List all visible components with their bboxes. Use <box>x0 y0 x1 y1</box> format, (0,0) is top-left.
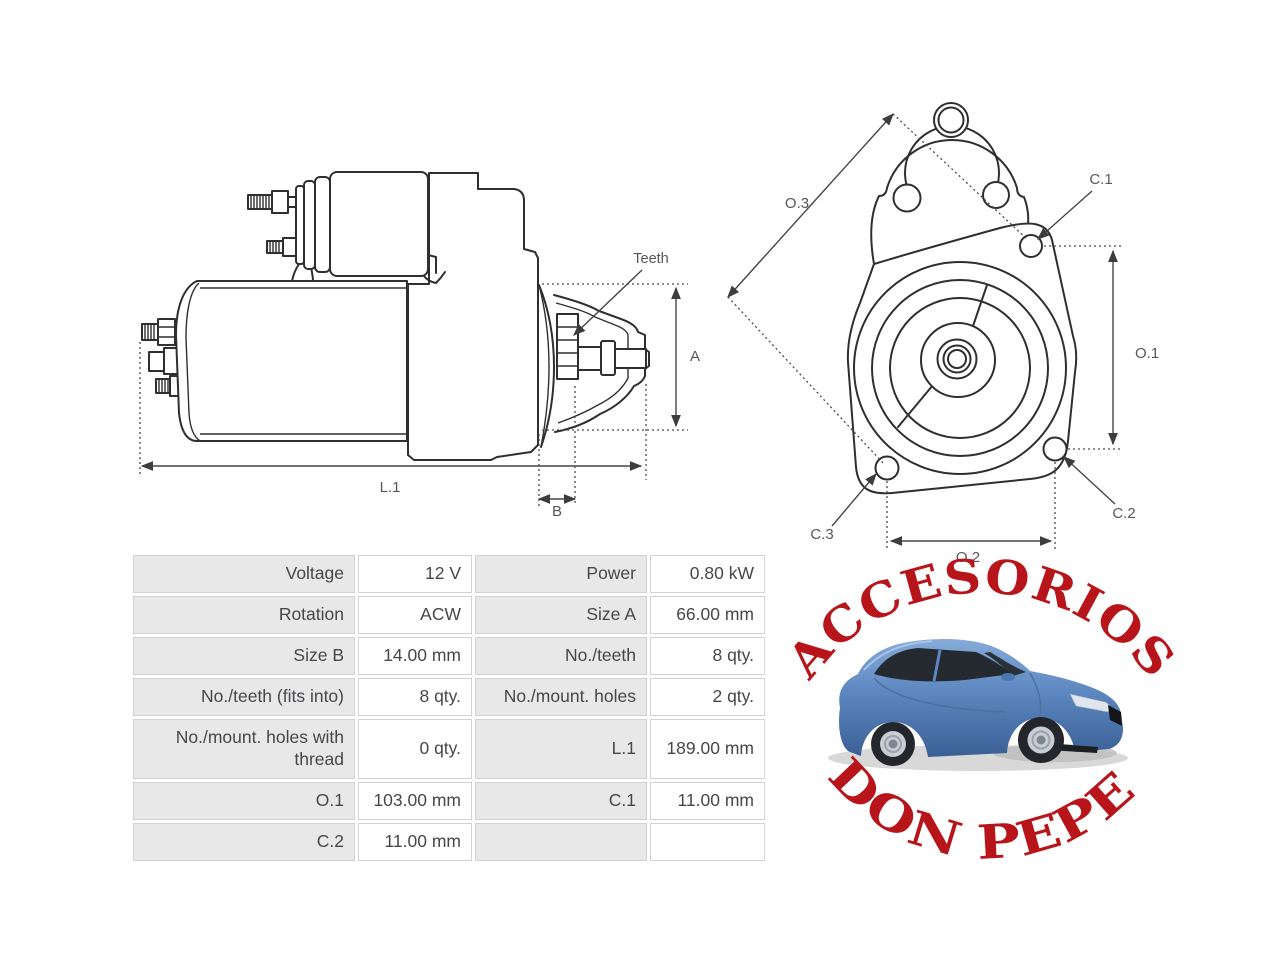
side-view-diagram: A L.1 B Teeth <box>139 171 700 520</box>
through-bolt <box>148 347 180 375</box>
nose-dome <box>870 102 1030 265</box>
field-terminal-stud <box>155 375 181 397</box>
shaft-collar <box>600 340 616 376</box>
shaft-center-hole <box>947 349 967 369</box>
shaft-end <box>614 348 647 369</box>
spec-value: 11.00 mm <box>650 782 765 820</box>
c3-leader-line <box>831 473 877 527</box>
front-view-dimensions: O.3 C.1 O.1 C.2 C.3 O.2 <box>727 113 1159 566</box>
dimension-label-c2: C.2 <box>1112 505 1135 522</box>
spec-table: Voltage 12 V Power 0.80 kW Rotation ACW … <box>133 555 765 861</box>
spec-label: Size B <box>133 637 355 675</box>
housing-circle-outer <box>853 261 1067 475</box>
section-line <box>971 284 988 330</box>
solenoid-terminal-stud <box>266 237 297 257</box>
spec-value: 12 V <box>358 555 472 593</box>
car-hood-crease <box>873 672 1042 717</box>
spec-value: 8 qty. <box>650 637 765 675</box>
spec-label: Rotation <box>133 596 355 634</box>
dimension-label-b: B <box>552 503 562 520</box>
mounting-flange <box>538 284 555 448</box>
spec-label: No./teeth (fits into) <box>133 678 355 716</box>
spec-label: C.2 <box>133 823 355 861</box>
car-rear-wheel <box>871 722 915 766</box>
pinion-gear <box>556 313 579 380</box>
car-windshield <box>984 652 1026 676</box>
spec-label: Voltage <box>133 555 355 593</box>
spec-label: L.1 <box>475 719 647 779</box>
car-b-pillar <box>932 649 942 682</box>
mounting-flange-inner <box>538 284 550 448</box>
housing-circle-inner <box>889 297 1031 439</box>
car-grille <box>1108 705 1122 726</box>
thread-hatching <box>269 241 280 253</box>
c2-leader-line <box>1063 456 1116 505</box>
solenoid-mount-leg <box>423 271 446 284</box>
housing-circle-mid <box>871 279 1049 457</box>
field-terminal-stud <box>141 318 176 346</box>
spec-value: 189.00 mm <box>650 719 765 779</box>
spec-label: O.1 <box>133 782 355 820</box>
dome-hole <box>937 106 965 134</box>
bell-housing-inner <box>555 302 629 424</box>
drive-end-bracket <box>407 172 539 461</box>
spec-label <box>475 823 647 861</box>
dimension-label-o3: O.3 <box>785 195 809 212</box>
solenoid <box>295 171 437 277</box>
solenoid-terminal-stud <box>247 190 297 214</box>
spec-value: 14.00 mm <box>358 637 472 675</box>
dimension-label-o1: O.1 <box>1135 345 1159 362</box>
side-view-dimensions: A L.1 B Teeth <box>139 251 700 520</box>
dimension-label-a: A <box>690 348 700 365</box>
c1-leader-line <box>1037 190 1093 240</box>
dimension-label-l1: L.1 <box>380 479 401 496</box>
spec-label: No./mount. holes <box>475 678 647 716</box>
car-mirror <box>1001 673 1015 681</box>
dome-hole <box>982 181 1010 209</box>
mounting-hole-c3 <box>874 455 900 481</box>
spec-value: 103.00 mm <box>358 782 472 820</box>
thread-hatching <box>250 195 270 209</box>
spec-label: C.1 <box>475 782 647 820</box>
solenoid-body <box>329 171 429 277</box>
spec-value <box>650 823 765 861</box>
spec-value: 8 qty. <box>358 678 472 716</box>
dimension-label-c1: C.1 <box>1089 171 1112 188</box>
spec-value: 66.00 mm <box>650 596 765 634</box>
section-line <box>897 384 934 428</box>
teeth-leader-line <box>573 269 643 336</box>
drive-shaft <box>577 346 603 371</box>
spec-label: No./teeth <box>475 637 647 675</box>
spec-value: 11.00 mm <box>358 823 472 861</box>
motor-housing <box>175 280 408 442</box>
car-front-wheel <box>1018 717 1064 763</box>
mounting-hole-c2 <box>1042 436 1068 462</box>
front-view-diagram: O.3 C.1 O.1 C.2 C.3 O.2 <box>727 102 1159 566</box>
thread-hatching <box>144 324 155 340</box>
mounting-hole-c1 <box>1019 234 1043 258</box>
spec-label: No./mount. holes with thread <box>133 719 355 779</box>
spec-label: Power <box>475 555 647 593</box>
brand-stamp: ACCESORIOS DON PEPE <box>776 549 1184 871</box>
car-roof-highlight <box>863 640 933 671</box>
dimension-label-c3: C.3 <box>810 526 833 543</box>
spec-value: 0 qty. <box>358 719 472 779</box>
car-side-windows <box>874 648 1012 682</box>
housing-end-cap-line <box>185 282 201 442</box>
dimension-label-o2: O.2 <box>956 549 980 566</box>
spec-value: 0.80 kW <box>650 555 765 593</box>
spec-value: ACW <box>358 596 472 634</box>
thread-hatching <box>158 379 169 393</box>
dome-hole <box>892 183 922 213</box>
spec-value: 2 qty. <box>650 678 765 716</box>
teeth-label: Teeth <box>633 251 668 267</box>
spec-label: Size A <box>475 596 647 634</box>
car-illustration <box>828 639 1128 771</box>
